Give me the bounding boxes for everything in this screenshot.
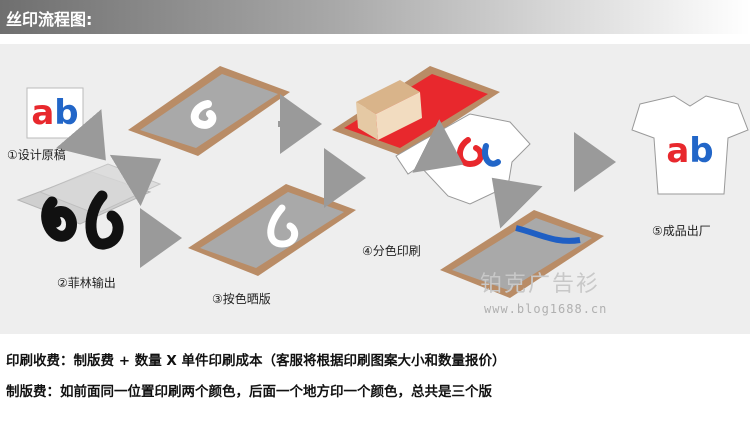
pricing-note: 印刷收费：制版费 + 数量 X 单件印刷成本（客服将根据印刷图案大小和数量报价） <box>6 353 506 369</box>
film-sheets <box>16 163 162 250</box>
original-artwork-card: ab <box>26 87 84 139</box>
step5-label: ⑤成品出厂 <box>652 224 711 238</box>
watermark-url: www.blog1688.cn <box>484 302 608 316</box>
screen-frame-bottom <box>188 184 356 276</box>
arrow-up-right-icon <box>109 154 162 207</box>
watermark-text: 铂克广告衫 <box>480 272 601 297</box>
svg-text:ab: ab <box>31 93 78 133</box>
flow-arrows <box>55 94 616 268</box>
tshirt-finished: ab <box>631 95 749 195</box>
svg-text:ab: ab <box>666 131 713 171</box>
step4-label: ④分色印刷 <box>362 244 421 258</box>
screen-frame-red-print <box>332 66 500 156</box>
step1-label: ①设计原稿 <box>7 148 66 162</box>
diagram-panel: ab <box>0 44 750 334</box>
arrow-up-icon <box>491 177 543 229</box>
page-title: 丝印流程图: <box>6 10 93 29</box>
header-bar: 丝印流程图: <box>0 0 750 34</box>
arrow-down-icon <box>412 119 464 173</box>
screen-frame-blue-print <box>440 210 604 298</box>
plate-fee-note: 制版费：如前面同一位置印刷两个颜色，后面一个地方印一个颜色，总共是三个版 <box>6 384 492 400</box>
screen-frame-top <box>128 66 290 156</box>
step3-label: ③按色晒版 <box>212 292 271 306</box>
process-diagram: ab <box>16 66 749 298</box>
arrow-down-icon <box>55 109 106 161</box>
step2-label: ②菲林输出 <box>57 276 116 290</box>
